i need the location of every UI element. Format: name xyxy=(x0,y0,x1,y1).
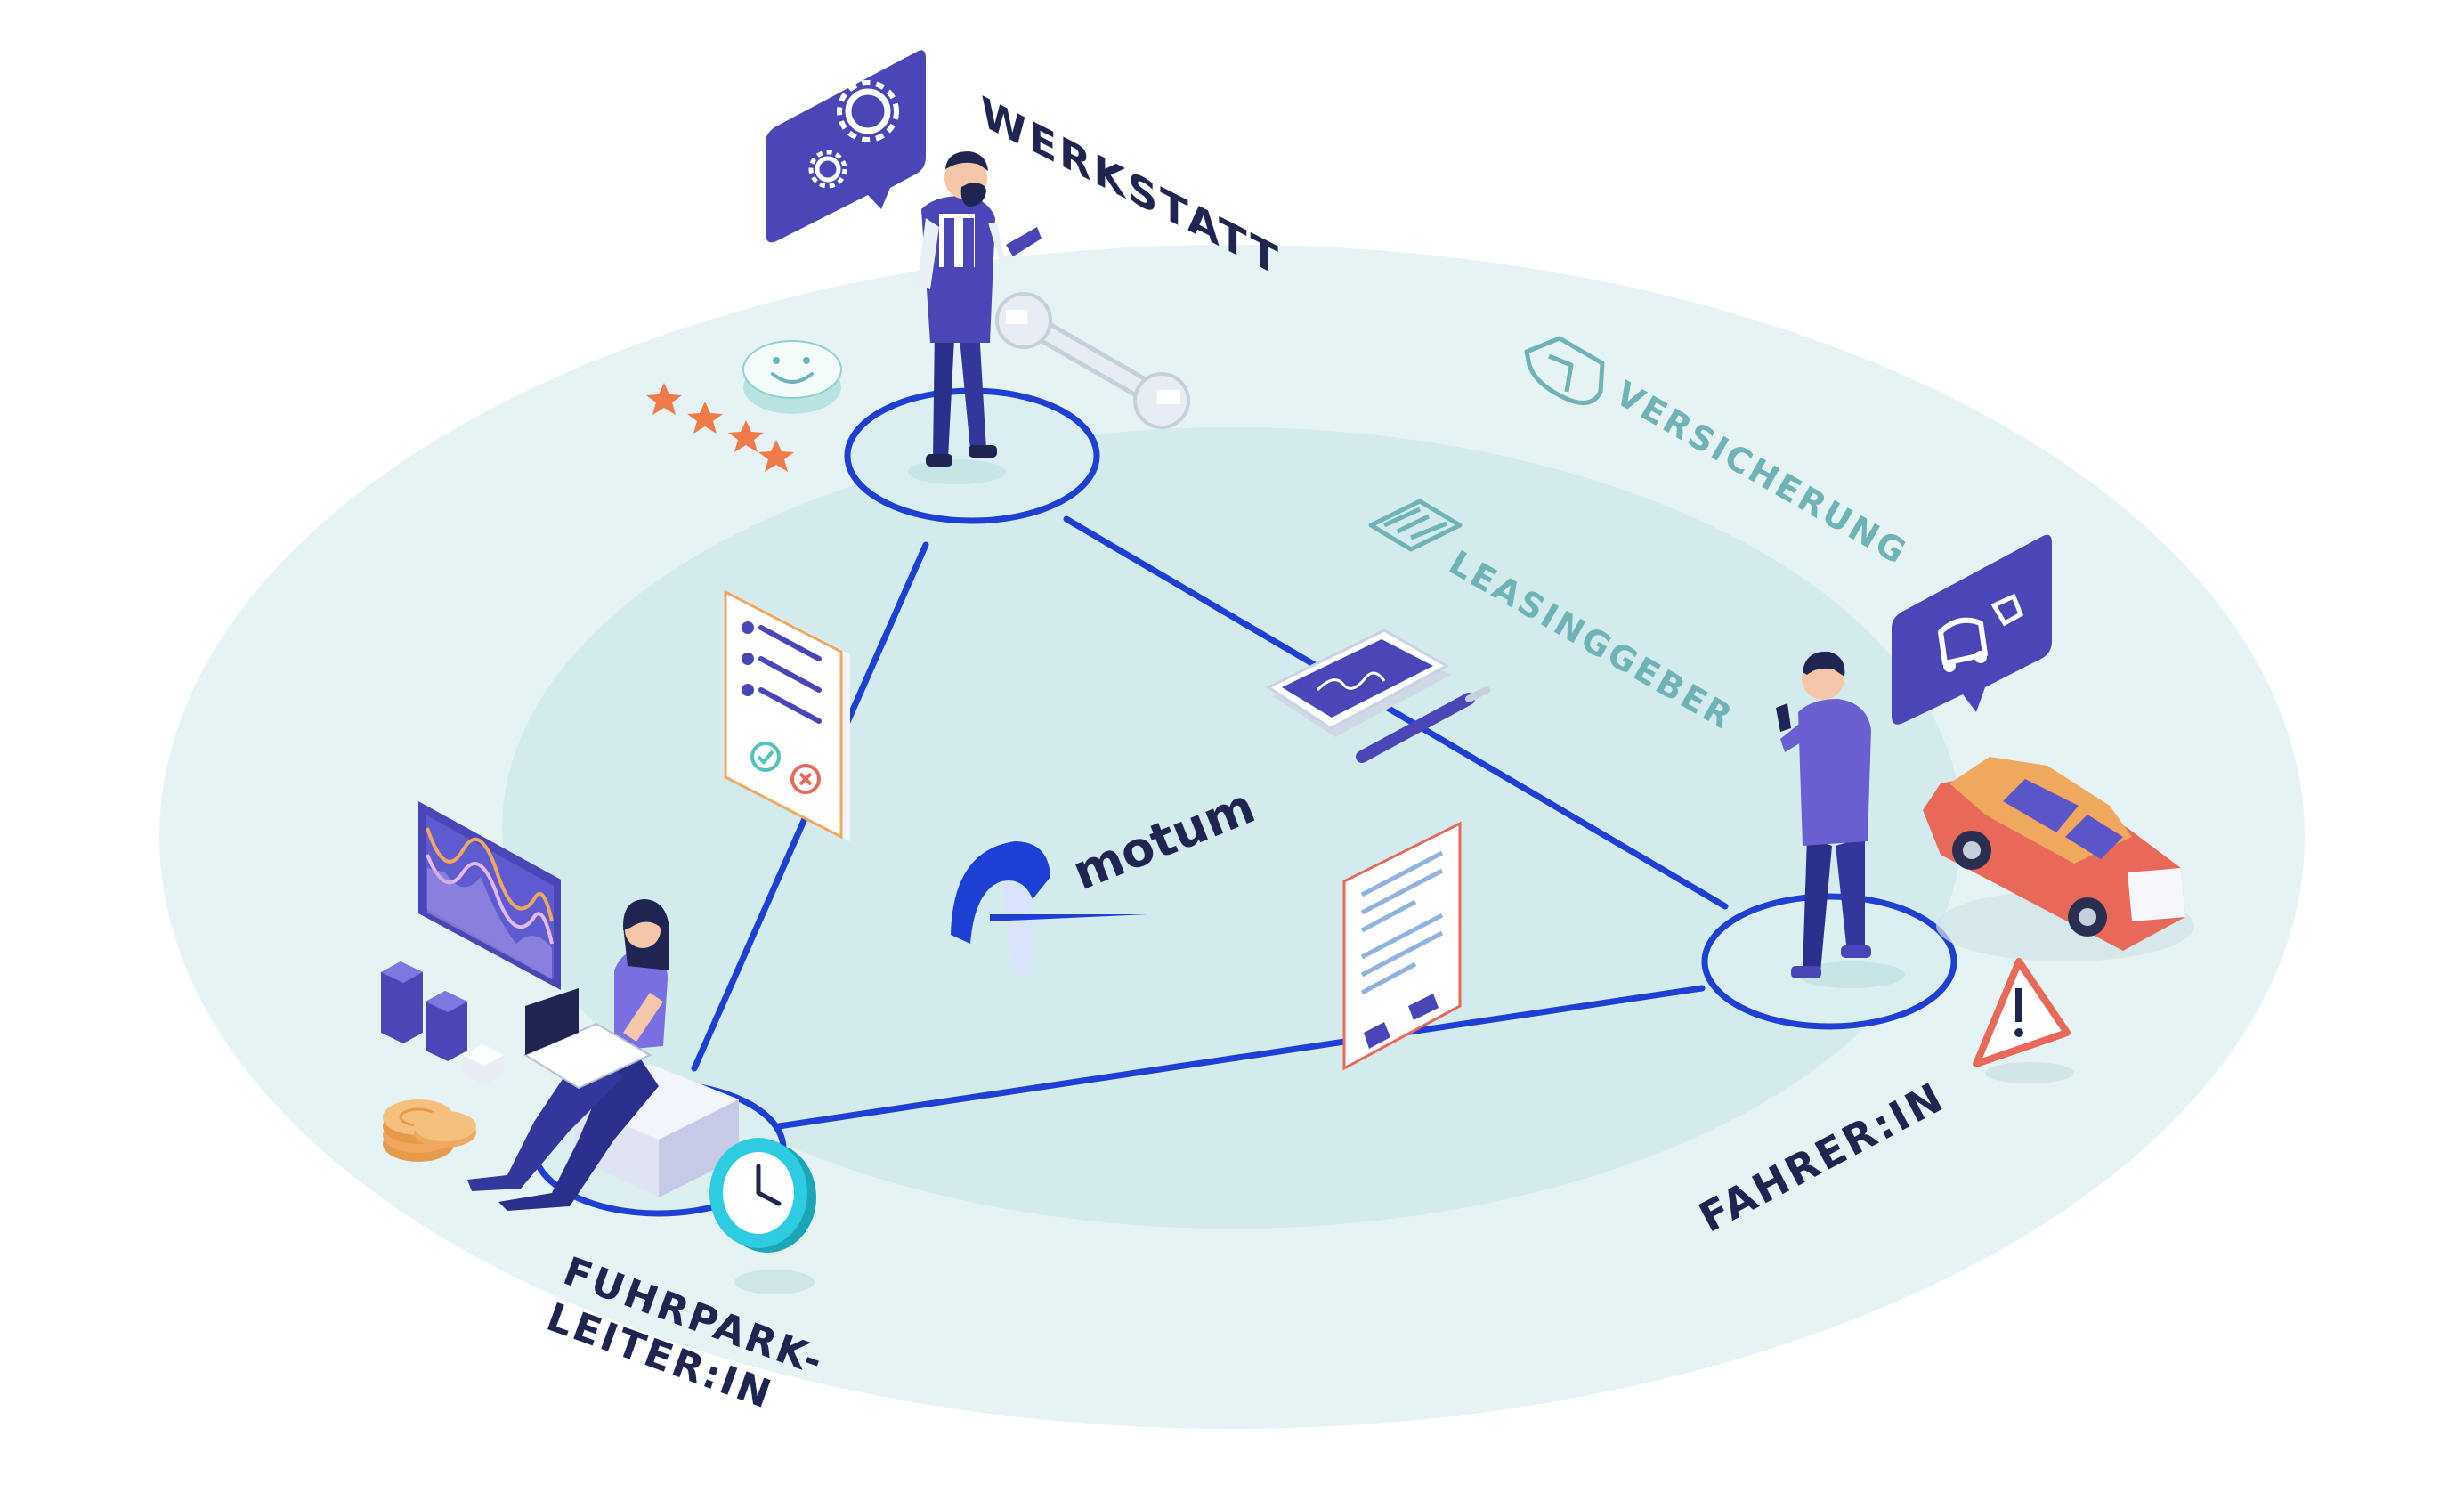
fahrer-node-ring xyxy=(1701,893,1957,1030)
tablet-signature-icon xyxy=(1265,629,1451,737)
mechanic-person-icon xyxy=(908,151,1042,484)
motum-logo-icon xyxy=(951,841,1148,975)
line-fuhrpark-fahrer xyxy=(775,985,1706,1130)
coin-stack-icon xyxy=(383,1099,476,1162)
car-service-speech-bubble-icon xyxy=(1892,534,2052,725)
contract-signature-icon xyxy=(1368,499,1463,552)
fleet-manager-person-icon xyxy=(467,899,669,1211)
wrench-icon xyxy=(995,292,1190,429)
shield-icon xyxy=(1524,336,1605,405)
pen-icon xyxy=(1356,686,1490,763)
line-werkstatt-fahrer xyxy=(1063,515,1729,910)
report-document-icon xyxy=(1342,821,1462,1071)
car-icon xyxy=(1923,757,2194,961)
driver-person-icon xyxy=(1776,651,1905,988)
warning-triangle-icon xyxy=(1973,958,2074,1083)
star-rating-icon xyxy=(646,383,794,472)
clock-icon xyxy=(709,1138,816,1294)
smiley-icon xyxy=(742,340,842,414)
inner-ecosystem-ellipse xyxy=(502,427,1962,1229)
gear-speech-bubble-icon xyxy=(766,50,926,243)
checklist-document-icon xyxy=(724,589,850,841)
analytics-chart-icon xyxy=(418,801,561,990)
cube-stack-icon xyxy=(381,961,504,1086)
